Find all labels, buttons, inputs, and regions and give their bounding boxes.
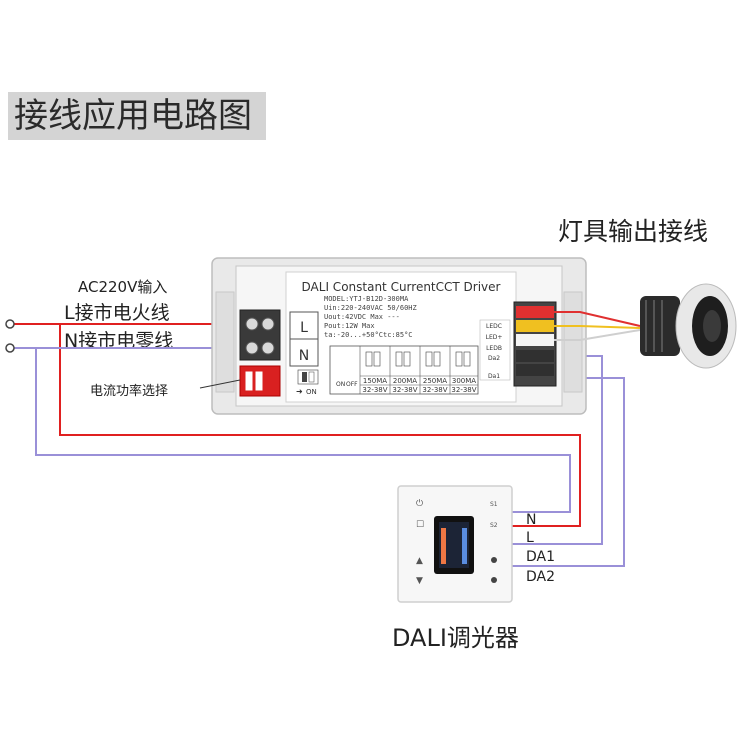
power-icon: ⏻ xyxy=(416,498,423,509)
voltage-option-4: 32-38V xyxy=(451,386,476,394)
down-arrow-icon: ▼ xyxy=(416,576,423,586)
da2-wire xyxy=(512,377,625,567)
downlight-lamp xyxy=(640,283,737,369)
driver-box: DALI Constant CurrentCCT Driver MODEL:YT… xyxy=(211,257,587,415)
current-option-200: 200MA xyxy=(393,377,417,385)
dimmer-wire-l: L xyxy=(526,530,534,546)
driver-spec-3: Uout:42VDC Max --- xyxy=(324,313,400,321)
voltage-option-1: 32-38V xyxy=(362,386,387,394)
terminal-label-da2: Da2 xyxy=(488,355,500,362)
power-dip-switch xyxy=(239,365,281,397)
ac-input-label: AC220V输入 xyxy=(78,278,168,296)
driver-spec-2: Uin:220-240VAC 50/60HZ xyxy=(324,304,417,312)
power-select-pointer xyxy=(199,379,241,389)
dimmer-dot-icon xyxy=(491,557,497,563)
l-input-terminal xyxy=(5,319,15,329)
driver-n-symbol: N xyxy=(299,348,309,364)
driver-l-symbol: L xyxy=(300,320,308,336)
voltage-option-2: 32-38V xyxy=(392,386,417,394)
current-option-250: 250MA xyxy=(423,377,447,385)
dimmer-wire-da1: DA1 xyxy=(526,549,555,565)
terminal-label-da1: Da1 xyxy=(488,373,500,380)
voltage-option-3: 32-38V xyxy=(422,386,447,394)
output-terminal-block xyxy=(513,301,557,387)
lamp-output-title: 灯具输出接线 xyxy=(558,217,709,246)
switch-off-label: OFF xyxy=(346,381,358,388)
neutral-wire-dimmer xyxy=(35,348,571,513)
dimmer-title: DALI调光器 xyxy=(392,624,519,652)
live-line-label: L接市电火线 xyxy=(64,302,170,324)
switch-on-label: ON xyxy=(336,381,345,388)
current-option-300: 300MA xyxy=(452,377,476,385)
neutral-line-label: N接市电零线 xyxy=(64,330,174,352)
live-wire-dimmer xyxy=(59,324,581,527)
n-input-terminal xyxy=(5,343,15,353)
terminal-label-ledb: LEDB xyxy=(486,345,502,352)
power-select-label: 电流功率选择 xyxy=(90,384,169,399)
up-arrow-icon: ▲ xyxy=(416,556,423,566)
s1-button-label: S1 xyxy=(490,501,498,508)
dimmer-dot-icon-2 xyxy=(491,577,497,583)
lamp-lead-white xyxy=(554,329,641,341)
dimmer-wire-n: N xyxy=(526,512,536,528)
on-arrow-icon: ➜ xyxy=(296,387,303,396)
current-option-150: 150MA xyxy=(363,377,387,385)
page-title: 接线应用电路图 xyxy=(8,92,266,140)
driver-spec-5: ta:-20...+50°Ctc:85°C xyxy=(324,331,413,339)
input-terminal-block xyxy=(239,309,281,361)
menu-icon: ☐ xyxy=(416,520,424,530)
driver-spec-4: Pout:12W Max xyxy=(324,322,375,330)
terminal-label-led-plus: LED+ xyxy=(486,334,503,341)
dali-dimmer-panel: ⏻ ☐ ▲ ▼ S1 S2 xyxy=(397,485,513,603)
lamp-lead-red xyxy=(554,311,641,327)
driver-title: DALI Constant CurrentCCT Driver xyxy=(302,280,501,294)
dimmer-wire-da2: DA2 xyxy=(526,569,555,585)
on-arrow-label: ON xyxy=(306,388,317,396)
s2-button-label: S2 xyxy=(490,522,498,529)
lamp-lead-yellow xyxy=(554,325,641,329)
driver-spec-1: MODEL:YTJ-B12D-300MA xyxy=(324,295,409,303)
terminal-label-ledc: LEDC xyxy=(486,323,502,330)
